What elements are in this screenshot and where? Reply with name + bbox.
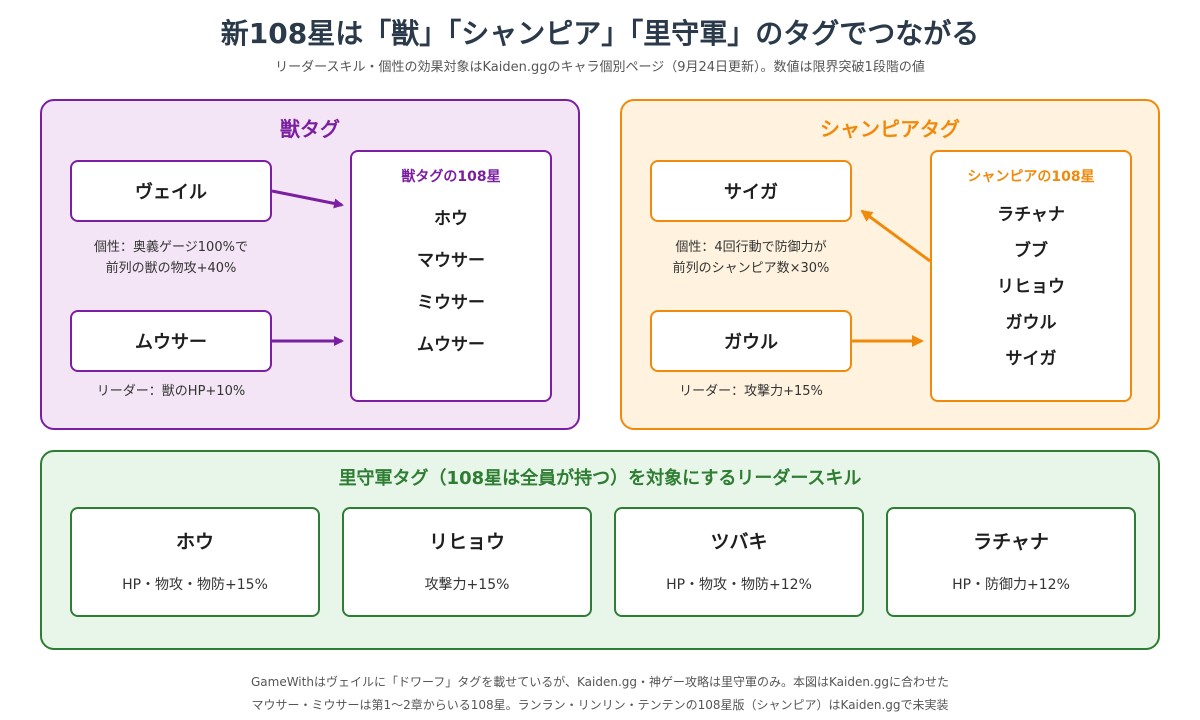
saiga-trait-line-2: 前列のシャンピア数×30% bbox=[672, 261, 830, 276]
saiga-trait-line-1: 個性：4回行動で防御力が bbox=[675, 240, 827, 255]
list-item: ラチャナ bbox=[997, 205, 1065, 225]
leader-card-skill: HP・防御力+12% bbox=[952, 577, 1070, 593]
leader-card-name: ツバキ bbox=[710, 531, 768, 553]
leader-card-name: ラチャナ bbox=[973, 531, 1049, 553]
list-item: ブブ bbox=[1014, 241, 1048, 261]
beast-tag-title: 獣タグ bbox=[280, 117, 340, 141]
leader-card-hou: ホウ HP・物攻・物防+15% bbox=[70, 507, 320, 617]
leader-card-tsubaki: ツバキ HP・物攻・物防+12% bbox=[614, 507, 864, 617]
list-item: サイガ bbox=[1005, 349, 1057, 369]
satomori-tag-panel: 里守軍タグ（108星は全員が持つ）を対象にするリーダースキル ホウ HP・物攻・… bbox=[40, 450, 1160, 650]
leader-card-name: ホウ bbox=[175, 531, 214, 553]
saiga-trait-note: 個性：4回行動で防御力が 前列のシャンピア数×30% bbox=[640, 237, 862, 279]
shampia-list-to-saiga-arrow bbox=[860, 209, 931, 263]
leader-card-rachana: ラチャナ HP・防御力+12% bbox=[886, 507, 1136, 617]
beast-tag-panel: 獣タグ ヴェイル 個性：奥義ゲージ100%で 前列の獣の物攻+40% ムウサー … bbox=[40, 99, 580, 430]
beast-108-list-title: 獣タグの108星 bbox=[401, 169, 501, 185]
muusa-leader-note: リーダー：獣のHP+10% bbox=[96, 384, 246, 399]
beast-arrows bbox=[271, 189, 344, 346]
shampia-arrows bbox=[852, 209, 931, 347]
leader-card-rihyou: リヒョウ 攻撃力+15% bbox=[342, 507, 592, 617]
veil-trait-line-2: 前列の獣の物攻+40% bbox=[105, 261, 237, 276]
beast-108-list: 獣タグの108星 ホウ マウサー ミウサー ムウサー bbox=[350, 150, 552, 402]
leader-card-skill: HP・物攻・物防+12% bbox=[666, 577, 812, 593]
leader-card-skill: 攻撃力+15% bbox=[424, 577, 510, 593]
shampia-tag-title: シャンピアタグ bbox=[820, 117, 960, 141]
page-subtitle: リーダースキル・個性の効果対象はKaiden.ggのキャラ個別ページ（9月24日… bbox=[275, 60, 925, 75]
shampia-108-list: シャンピアの108星 ラチャナ ブブ リヒョウ ガウル サイガ bbox=[930, 150, 1132, 402]
footer-note-2: マウサー・ミウサーは第1〜2章からいる108星。ランラン・リンリン・テンテンの1… bbox=[251, 698, 949, 712]
page-title: 新108星は「獣」「シャンピア」「里守軍」のタグでつながる bbox=[220, 17, 980, 50]
muusa-node: ムウサー bbox=[70, 310, 272, 372]
list-item: リヒョウ bbox=[997, 277, 1065, 297]
list-item: ホウ bbox=[434, 209, 468, 229]
gaul-leader-note: リーダー：攻撃力+15% bbox=[679, 384, 823, 399]
satomori-tag-title: 里守軍タグ（108星は全員が持つ）を対象にするリーダースキル bbox=[338, 468, 862, 489]
saiga-node: サイガ bbox=[650, 160, 852, 222]
footer-note-1: GameWithはヴェイルに「ドワーフ」タグを載せているが、Kaiden.gg・… bbox=[250, 675, 949, 689]
list-item: ガウル bbox=[1005, 313, 1057, 333]
veil-to-beast-list-arrow bbox=[271, 189, 344, 209]
leader-card-name: リヒョウ bbox=[428, 531, 505, 553]
list-item: マウサー bbox=[417, 251, 485, 271]
gaul-node: ガウル bbox=[650, 310, 852, 372]
veil-trait-note: 個性：奥義ゲージ100%で 前列の獣の物攻+40% bbox=[60, 237, 282, 279]
list-item: ミウサー bbox=[417, 293, 485, 313]
shampia-tag-panel: シャンピアタグ サイガ 個性：4回行動で防御力が 前列のシャンピア数×30% ガ… bbox=[620, 99, 1160, 430]
list-item: ムウサー bbox=[417, 335, 485, 355]
veil-trait-line-1: 個性：奥義ゲージ100%で bbox=[94, 240, 248, 255]
veil-node: ヴェイル bbox=[70, 160, 272, 222]
leader-card-skill: HP・物攻・物防+15% bbox=[122, 577, 268, 593]
shampia-108-list-title: シャンピアの108星 bbox=[967, 169, 1095, 185]
